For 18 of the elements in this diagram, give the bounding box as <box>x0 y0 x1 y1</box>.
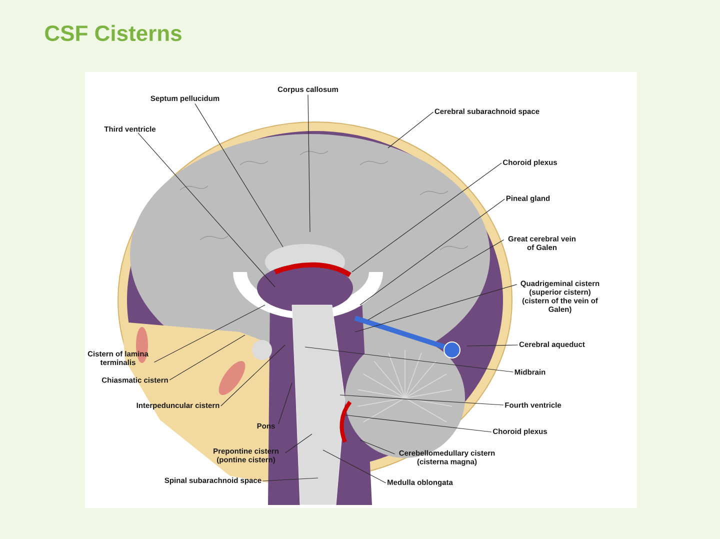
leader-line <box>308 94 310 232</box>
slide-title: CSF Cisterns <box>45 24 182 42</box>
leader-line <box>138 132 276 288</box>
leader-line <box>344 414 492 432</box>
leader-line <box>360 198 506 306</box>
leader-line <box>388 112 434 148</box>
leader-line <box>278 382 292 424</box>
leader-line <box>169 334 246 380</box>
leader-line <box>220 344 286 406</box>
leader-line <box>154 304 266 363</box>
leader-line <box>352 162 502 272</box>
leader-line <box>284 434 312 454</box>
leader-line <box>304 346 514 372</box>
leader-line <box>340 394 504 406</box>
leader-line <box>360 440 396 454</box>
leader-line <box>194 103 284 248</box>
leader-line <box>322 450 386 484</box>
leader-line <box>262 478 318 482</box>
